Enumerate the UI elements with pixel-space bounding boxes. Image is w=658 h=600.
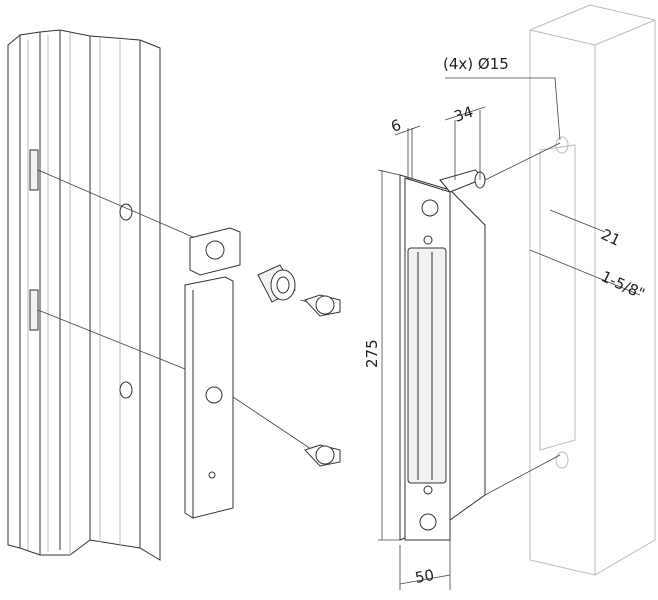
bushing [257,264,296,303]
dim-width-label: 50 [414,566,436,587]
strike-plate [399,169,486,541]
dim-34-label: 34 [452,103,476,126]
hole-spec-label: (4x) Ø15 [443,55,509,73]
screw-bottom [304,444,341,467]
adapter-plate [184,227,241,519]
dim-post-label: 1-5/8" [598,267,647,303]
dim-6-label: 6 [389,116,404,136]
screw-top [304,294,341,317]
dim-height-label: 275 [363,339,381,368]
square-post [529,4,656,576]
dim-21-label: 21 [598,225,623,249]
gate-profile [7,29,161,561]
